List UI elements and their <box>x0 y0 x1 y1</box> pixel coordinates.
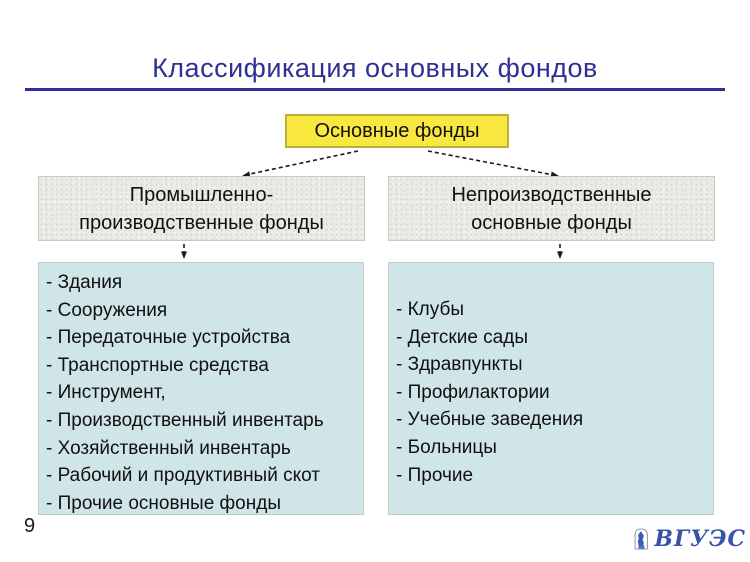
list-item: - Учебные заведения <box>396 409 584 431</box>
statue-icon <box>634 528 648 550</box>
arrow-to-left-branch-icon <box>249 150 359 175</box>
list-item: - Инструмент, <box>46 382 166 404</box>
branch-right-title-line1: Непроизводственные <box>451 183 652 206</box>
root-node-box: Основные фонды <box>285 114 509 148</box>
list-item: - Прочие <box>396 464 474 486</box>
branch-left-title-line1: Промышленно- <box>129 183 274 206</box>
list-item: - Больницы <box>396 436 497 458</box>
title-underline <box>25 88 725 91</box>
page-number: 9 <box>24 515 36 537</box>
page-title: Классификация основных фондов <box>152 53 598 83</box>
list-item: - Рабочий и продуктивный скот <box>46 465 320 487</box>
branch-right-title-line2: основные фонды <box>471 211 632 234</box>
list-item: - Производственный инвентарь <box>46 409 324 431</box>
root-node-label: Основные фонды <box>314 119 480 142</box>
vgues-logo: ВГУЭС <box>634 519 746 559</box>
list-item: - Здания <box>46 272 123 293</box>
arrowhead-down-left-icon <box>181 251 187 259</box>
arrow-to-right-branch-icon <box>427 150 552 176</box>
list-item: - Передаточные устройства <box>46 327 291 349</box>
list-item: - Прочие основные фонды <box>46 492 281 514</box>
branch-left-title-line2: производственные фонды <box>79 211 324 234</box>
list-item: - Профилактории <box>396 381 550 403</box>
list-item: - Сооружения <box>46 299 168 321</box>
list-item: - Транспортные средства <box>46 354 269 376</box>
arrowhead-down-right-icon <box>557 251 563 259</box>
logo-text: ВГУЭС <box>654 526 746 552</box>
list-item: - Здравпункты <box>396 354 523 376</box>
branch-left-header: Промышленно- производственные фонды <box>38 176 365 241</box>
branch-right-header: Непроизводственные основные фонды <box>388 176 715 241</box>
right-items-panel: - Клубы - Детские сады - Здравпункты - П… <box>388 262 714 515</box>
left-items-panel: - Здания - Сооружения - Передаточные уст… <box>38 262 364 515</box>
list-item: - Детские сады <box>396 326 528 348</box>
list-item: - Хозяйственный инвентарь <box>46 437 291 459</box>
list-item: - Клубы <box>396 299 465 320</box>
